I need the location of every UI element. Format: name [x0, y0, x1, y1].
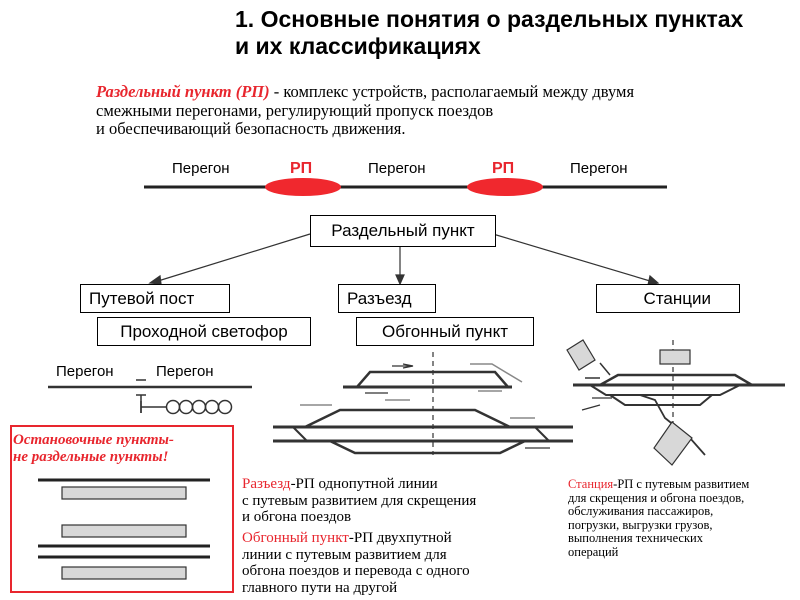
razezd-description: Разъезд-РП однопутной линии с путевым ра… [242, 476, 562, 526]
stop-points-frame [10, 425, 234, 593]
signal-diagram [48, 379, 252, 415]
stantsii-box: Станции [596, 284, 740, 313]
obgon-desc-line-4: главного пути на другой [242, 579, 398, 596]
definition-line-3: и обеспечивающий безопасность движения. [96, 119, 406, 138]
put-post-label: Путевой пост [89, 288, 195, 308]
rp-label-2: РП [492, 160, 515, 177]
station-desc-line-5: выполнения технических [568, 531, 703, 545]
put-post-box: Путевой пост [80, 284, 230, 313]
rp-marker-1 [265, 178, 341, 196]
razezd-box: Разъезд [338, 284, 436, 313]
stop-points-line-1: Остановочные пункты- [13, 432, 174, 448]
peregon-label-3: Перегон [570, 160, 628, 177]
prokhodnoy-label: Проходной светофор [120, 321, 288, 341]
title-line-1: 1. Основные понятия о раздельных пунктах [235, 6, 744, 32]
station-desc-line-2: для скрещения и обгона поездов, [568, 490, 745, 505]
obgonny-label: Обгонный пункт [382, 321, 508, 341]
station-desc-line-1: Станция-РП с путевым развитием [568, 477, 796, 492]
definition-line-2: смежными перегонами, регулирующий пропус… [96, 100, 494, 120]
obgon-desc-term: Обгонный пункт [242, 530, 349, 546]
signal-peregon-left: Перегон [56, 363, 114, 380]
razezd-desc-line-3: и обгона поездов [242, 509, 352, 525]
razezd-label: Разъезд [347, 288, 412, 308]
obgon-desc-line-2: линии с путевым развитием для [242, 546, 447, 563]
stop-points-text: Остановочные пункты- не раздельные пункт… [13, 432, 233, 465]
station-description: Станция-РП с путевым развитием для скрещ… [568, 477, 796, 559]
peregon-label-1: Перегон [172, 160, 230, 177]
root-label: Раздельный пункт [331, 221, 475, 240]
signal-peregon-right: Перегон [156, 363, 214, 380]
obgonny-box: Обгонный пункт [356, 317, 534, 346]
station-desc-line-6: операций [568, 544, 619, 559]
rp-marker-2 [467, 178, 543, 196]
definition-text: Раздельный пункт (РП) - комплекс устройс… [96, 82, 786, 139]
page-title: 1. Основные понятия о раздельных пунктах… [235, 6, 795, 60]
razezd-desc-rest: -РП однопутной линии [290, 476, 438, 492]
obgon-desc-line-1: Обгонный пункт-РП двухпутной [242, 530, 562, 547]
obgon-description: Обгонный пункт-РП двухпутной линии с пут… [242, 530, 562, 596]
station-desc-rest: -РП с путевым развитием [613, 477, 750, 491]
line-diagram [144, 178, 667, 196]
prokhodnoy-box: Проходной светофор [97, 317, 311, 346]
razezd-schematic [273, 352, 573, 455]
station-desc-line-3: обслуживания пассажиров, [568, 504, 714, 518]
razezd-desc-line-1: Разъезд-РП однопутной линии [242, 476, 562, 493]
tree-arrows [148, 233, 660, 286]
definition-line-1-rest: - комплекс устройств, располагаемый межд… [269, 82, 635, 101]
stop-points-line-2: не раздельные пункты! [13, 448, 169, 465]
station-desc-line-4: погрузки, выгрузки грузов, [568, 517, 713, 532]
root-box: Раздельный пункт [310, 215, 496, 247]
definition-term: Раздельный пункт (РП) [96, 82, 270, 101]
title-line-2: и их классификациях [235, 33, 481, 59]
stantsii-label: Станции [643, 288, 711, 308]
obgon-desc-rest: -РП двухпутной [348, 530, 452, 546]
razezd-desc-line-2: с путевым развитием для скрещения [242, 492, 477, 509]
peregon-label-2: Перегон [368, 160, 426, 177]
station-schematic [566, 339, 785, 466]
obgon-desc-line-3: обгона поездов и перевода с одного [242, 563, 470, 579]
stop-points-diagram [38, 478, 210, 580]
definition-line-1: Раздельный пункт (РП) - комплекс устройс… [96, 82, 786, 102]
station-desc-term: Станция [568, 477, 614, 491]
rp-label-1: РП [290, 160, 313, 177]
razezd-desc-term: Разъезд [242, 476, 291, 492]
